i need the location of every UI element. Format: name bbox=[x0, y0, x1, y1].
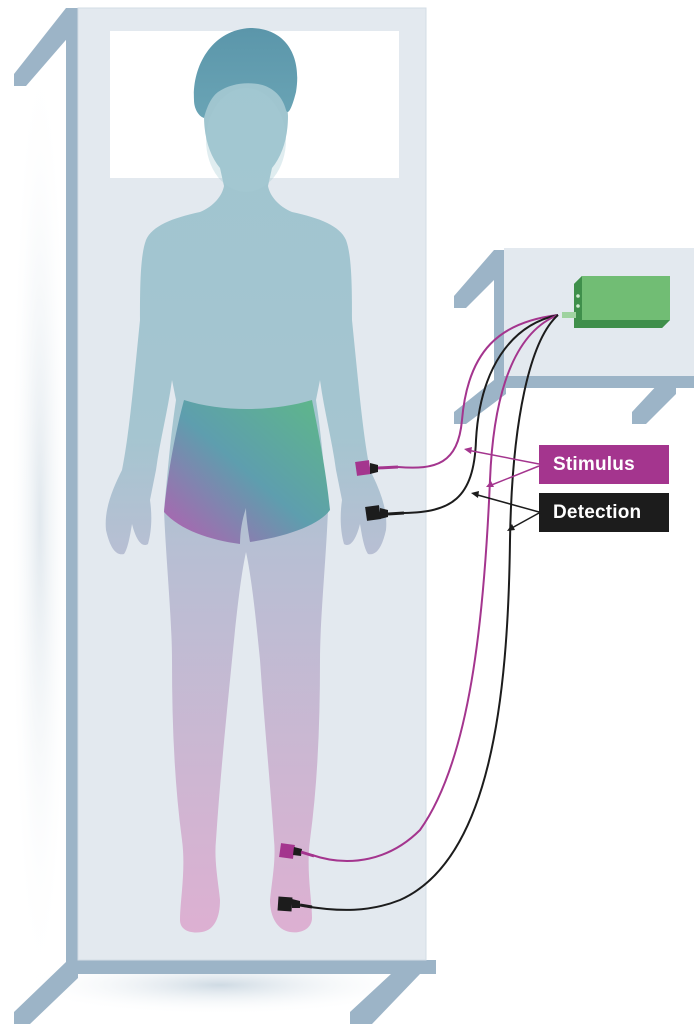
detection-arrow-2 bbox=[510, 513, 539, 529]
detection-arrow-1 bbox=[474, 494, 539, 512]
stimulator-device-icon bbox=[562, 276, 670, 328]
stimulus-electrode-ankle bbox=[279, 843, 295, 859]
stimulus-arrow-1 bbox=[467, 450, 539, 464]
detection-label: Detection bbox=[539, 493, 669, 532]
side-table bbox=[454, 248, 694, 424]
detection-electrode-ankle bbox=[278, 897, 293, 912]
stimulus-electrode-wrist bbox=[355, 460, 371, 476]
detection-electrode-wrist bbox=[365, 505, 381, 521]
stimulus-label: Stimulus bbox=[539, 445, 669, 484]
